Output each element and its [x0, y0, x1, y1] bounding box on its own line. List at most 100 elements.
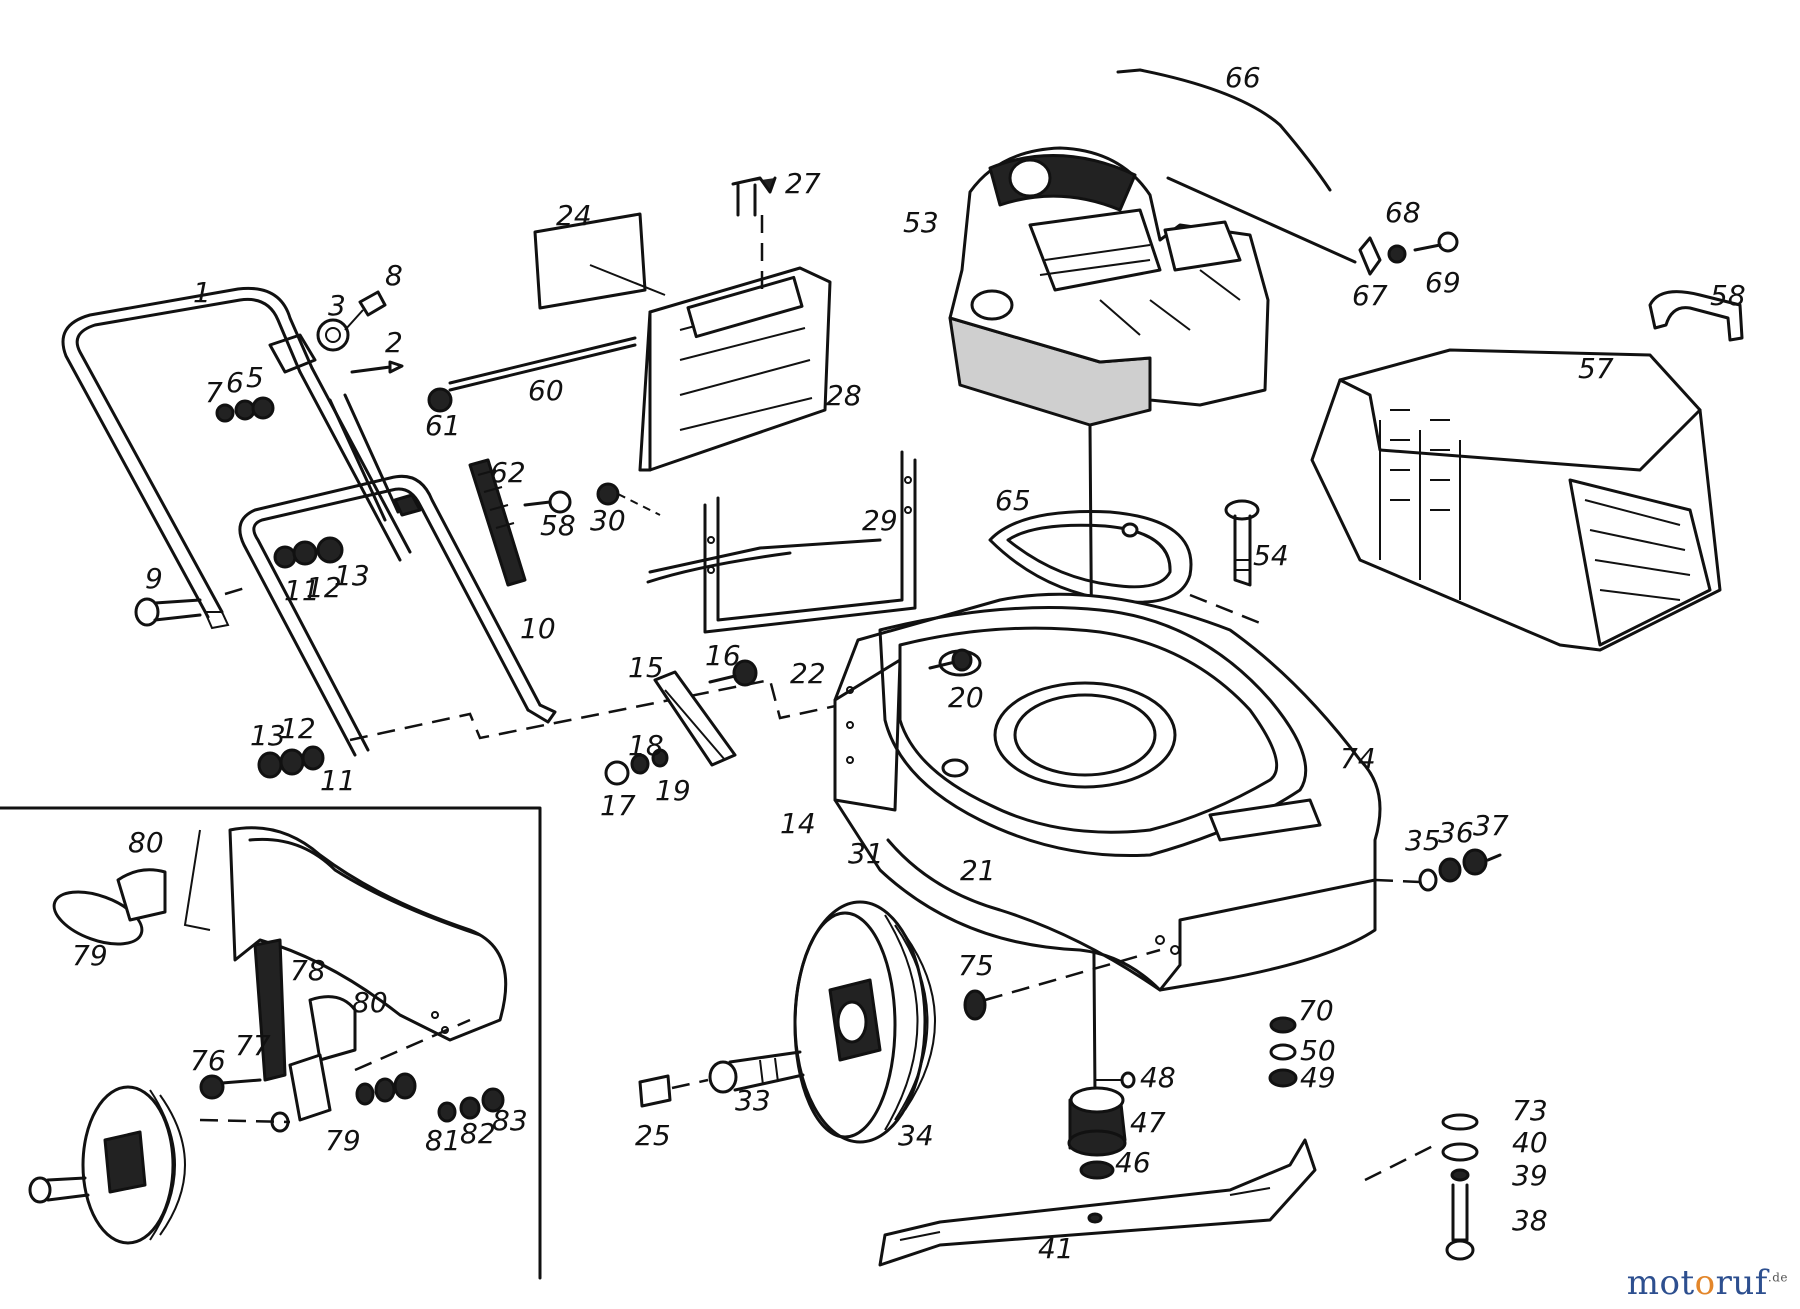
- bracket-29: [646, 450, 917, 634]
- label-58a: 58: [1710, 279, 1746, 312]
- label-16: 16: [705, 639, 741, 672]
- label-70: 70: [1298, 994, 1334, 1027]
- leader-handle-deck: [349, 678, 841, 742]
- label-69: 69: [1425, 266, 1461, 299]
- upper-handle: [61, 286, 412, 630]
- label-33: 33: [735, 1084, 771, 1117]
- label-53: 53: [903, 206, 939, 239]
- label-7: 7: [205, 376, 223, 409]
- label-27: 27: [785, 167, 821, 200]
- label-11b: 11: [320, 764, 356, 797]
- label-60: 60: [528, 374, 564, 407]
- label-73: 73: [1512, 1094, 1548, 1127]
- label-82: 82: [460, 1117, 496, 1150]
- label-40: 40: [1512, 1126, 1548, 1159]
- label-6: 6: [226, 366, 244, 399]
- leader-handle-9: [224, 586, 246, 596]
- height-adjuster: [604, 648, 973, 786]
- label-29: 29: [862, 504, 898, 537]
- sticker-24: [533, 212, 666, 310]
- label-9: 9: [145, 562, 163, 595]
- handle-lock-assembly: [215, 290, 422, 522]
- label-83: 83: [492, 1104, 528, 1137]
- label-21: 21: [960, 854, 996, 887]
- label-49: 49: [1300, 1061, 1336, 1094]
- label-30: 30: [590, 504, 626, 537]
- mower-deck-31: [833, 592, 1382, 992]
- label-20: 20: [948, 681, 984, 714]
- label-11a: 11: [284, 574, 320, 607]
- label-18: 18: [628, 729, 664, 762]
- carry-handle-58: [1648, 290, 1744, 342]
- cable-66: [1116, 68, 1332, 192]
- label-13a: 13: [334, 559, 370, 592]
- engine-53: [948, 146, 1382, 427]
- bolt-9: [134, 597, 202, 627]
- label-46: 46: [1115, 1146, 1151, 1179]
- label-22: 22: [790, 657, 826, 690]
- label-81: 81: [425, 1124, 461, 1157]
- label-10: 10: [520, 612, 556, 645]
- label-41: 41: [1038, 1232, 1074, 1265]
- label-34: 34: [898, 1119, 934, 1152]
- clip-27: [731, 176, 777, 295]
- label-57: 57: [1578, 352, 1614, 385]
- wheel-34: [793, 900, 1161, 1144]
- label-1: 1: [193, 276, 211, 309]
- label-48: 48: [1140, 1061, 1176, 1094]
- label-65: 65: [995, 484, 1031, 517]
- label-76: 76: [190, 1044, 226, 1077]
- label-8: 8: [385, 259, 403, 292]
- watermark-logo: motoruf.de: [1626, 1263, 1788, 1303]
- label-28: 28: [826, 379, 862, 412]
- label-3: 3: [328, 289, 346, 322]
- label-31: 31: [848, 837, 884, 870]
- blade-assembly: [878, 1086, 1317, 1267]
- label-25: 25: [635, 1119, 671, 1152]
- label-54: 54: [1253, 539, 1289, 572]
- knob-62: [468, 458, 572, 587]
- part-labels: 1 2 3 5 6 7 8 9 10 11 12 13 11 12 13 14 …: [72, 61, 1746, 1265]
- label-5: 5: [246, 361, 264, 394]
- label-74: 74: [1340, 742, 1376, 775]
- label-19: 19: [655, 774, 691, 807]
- label-79a: 79: [72, 939, 108, 972]
- label-12a: 12: [306, 571, 342, 604]
- washers-48-50: [1095, 1016, 1298, 1089]
- fastener-67-69: [1387, 231, 1459, 264]
- washers-35-37: [1374, 848, 1502, 892]
- label-39: 39: [1512, 1159, 1548, 1192]
- label-17: 17: [600, 789, 636, 822]
- deflector-28: [427, 266, 832, 516]
- grass-catcher-57: [1310, 348, 1722, 652]
- label-2: 2: [385, 326, 403, 359]
- label-36: 36: [1438, 816, 1474, 849]
- label-37: 37: [1473, 809, 1509, 842]
- label-50: 50: [1300, 1034, 1336, 1067]
- label-47: 47: [1130, 1106, 1166, 1139]
- label-80a: 80: [128, 826, 164, 859]
- bolt-54: [1189, 499, 1266, 627]
- axle-bolt-33: [638, 1050, 805, 1108]
- label-24: 24: [556, 199, 592, 232]
- label-80b: 80: [352, 986, 388, 1019]
- label-62: 62: [490, 456, 526, 489]
- label-66: 66: [1225, 61, 1261, 94]
- label-14: 14: [780, 807, 816, 840]
- label-38: 38: [1512, 1204, 1548, 1237]
- label-61: 61: [425, 409, 461, 442]
- blade-bolt-38: [1364, 1113, 1479, 1261]
- label-58b: 58: [540, 509, 576, 542]
- label-68: 68: [1385, 196, 1421, 229]
- inset-detail: [0, 806, 542, 1280]
- label-15: 15: [628, 651, 664, 684]
- label-75: 75: [958, 949, 994, 982]
- label-77: 77: [235, 1029, 271, 1062]
- label-35: 35: [1405, 824, 1441, 857]
- lower-handle: [238, 474, 557, 779]
- label-79b: 79: [325, 1124, 361, 1157]
- label-12b: 12: [280, 712, 316, 745]
- label-78: 78: [290, 954, 326, 987]
- gasket-65: [988, 510, 1193, 604]
